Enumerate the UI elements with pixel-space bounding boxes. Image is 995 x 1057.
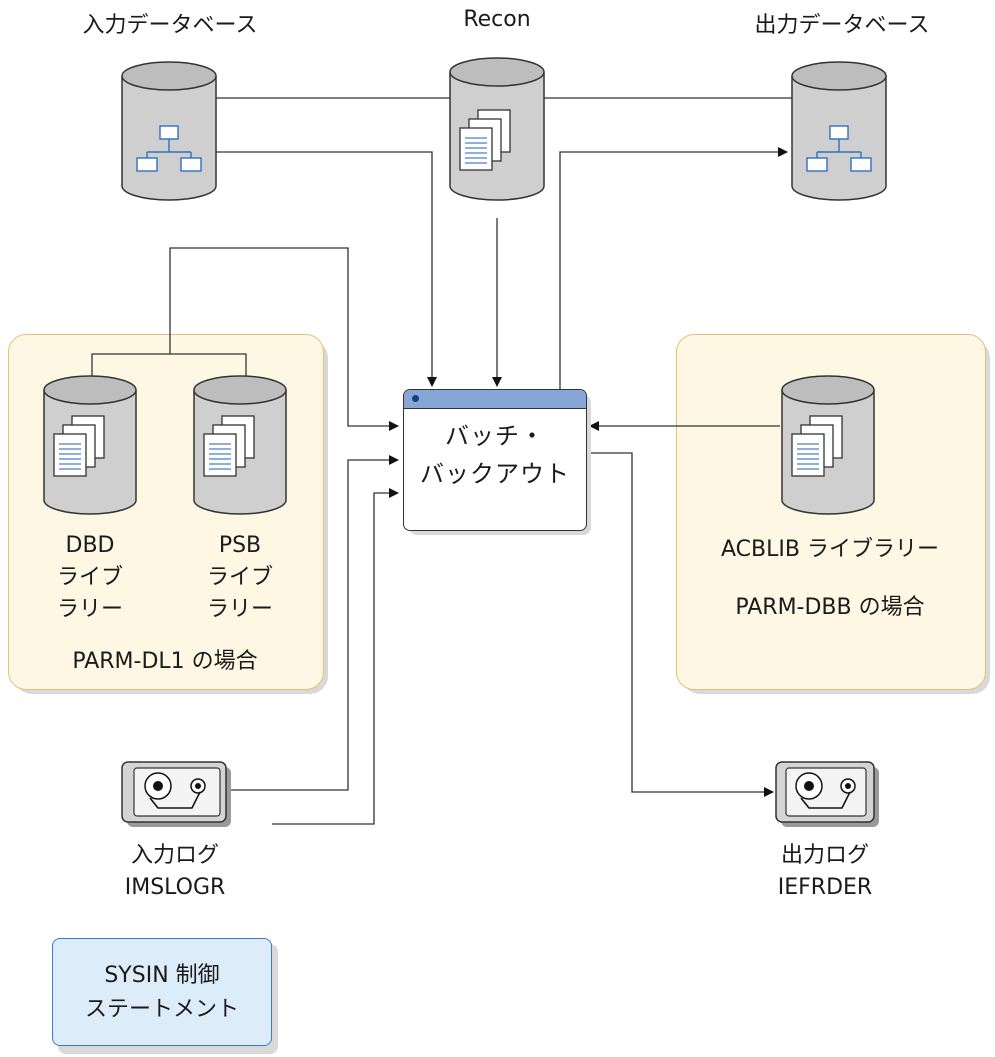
psb-label-line1: PSB bbox=[218, 533, 262, 558]
connector-batch-outputdb bbox=[559, 147, 788, 390]
dbd-library-icon bbox=[43, 375, 137, 515]
sysin-label-line2: ステートメント bbox=[84, 997, 239, 1022]
batch-window-titlebar bbox=[404, 390, 586, 409]
output-database-icon bbox=[791, 61, 887, 201]
window-dot-icon bbox=[412, 395, 419, 402]
dbd-label-line3: ラリー bbox=[56, 597, 123, 622]
psb-label-line2: ライブ bbox=[206, 565, 273, 590]
dbd-library-label: DBD ライブ ラリー bbox=[30, 530, 150, 626]
output-log-label: 出力ログ IEFRDER bbox=[730, 840, 920, 904]
output-log-line2: IEFRDER bbox=[777, 875, 873, 900]
acblib-library-icon bbox=[781, 375, 875, 515]
input-database-icon bbox=[121, 61, 217, 201]
output-log-tape-icon bbox=[775, 761, 879, 827]
input-log-label: 入力ログ IMSLOGR bbox=[80, 840, 270, 904]
input-db-label: 入力データベース bbox=[82, 13, 258, 38]
batch-backout-label: バッチ・ バックアウト bbox=[404, 409, 586, 493]
recon-label: Recon bbox=[463, 7, 531, 32]
recon-database-icon bbox=[449, 57, 545, 201]
input-log-tape-icon bbox=[121, 761, 231, 827]
parm-dbb-label: PARM-DBB の場合 bbox=[735, 595, 925, 620]
connector-lib-bracket bbox=[91, 353, 247, 386]
sysin-label-line1: SYSIN 制御 bbox=[104, 963, 220, 988]
psb-library-icon bbox=[193, 375, 287, 515]
connector-batch-outputlog bbox=[587, 452, 774, 797]
input-log-line2: IMSLOGR bbox=[124, 875, 226, 900]
input-log-line1: 入力ログ bbox=[130, 843, 219, 868]
output-db-label: 出力データベース bbox=[754, 13, 930, 38]
output-log-line1: 出力ログ bbox=[780, 843, 869, 868]
dbd-label-line1: DBD bbox=[65, 533, 115, 558]
parm-dl1-label: PARM-DL1 の場合 bbox=[72, 649, 258, 674]
batch-label-line1: バッチ・ bbox=[445, 422, 545, 450]
sysin-control-box: SYSIN 制御 ステートメント bbox=[52, 938, 272, 1046]
connector-inputdb-batch bbox=[216, 151, 437, 387]
psb-label-line3: ラリー bbox=[206, 597, 273, 622]
connector-inputlog-batch bbox=[230, 455, 399, 791]
dbd-label-line2: ライブ bbox=[56, 565, 123, 590]
batch-label-line2: バックアウト bbox=[420, 460, 570, 488]
batch-backout-window: バッチ・ バックアウト bbox=[403, 389, 587, 531]
connector-dl1-batch bbox=[169, 247, 399, 431]
psb-library-label: PSB ライブ ラリー bbox=[180, 530, 300, 626]
acblib-label: ACBLIB ライブラリー bbox=[721, 537, 939, 562]
connector-sysin-batch bbox=[272, 488, 399, 825]
